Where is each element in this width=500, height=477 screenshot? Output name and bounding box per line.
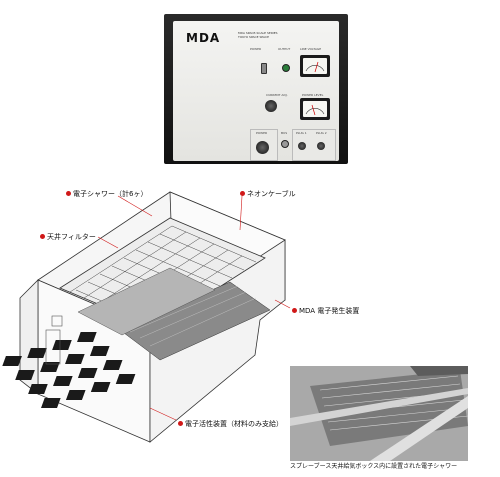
- callout-dot-icon: [240, 190, 245, 196]
- callout-dot-icon: [178, 420, 183, 426]
- callout-leaders: [97, 195, 291, 421]
- callout-dot-icon: [40, 233, 45, 239]
- voltage-meter-icon: [300, 55, 330, 77]
- callout-generator: MDA 電子発生装置: [292, 307, 359, 315]
- output-label: OUTPUT: [278, 47, 291, 51]
- model-line-1: MDA SPACE-SCALE SERIES: [238, 31, 278, 35]
- power-switch-knob-icon[interactable]: [256, 141, 269, 154]
- photo-caption: スプレーブース天井給気ボックス内に設置された電子シャワー: [290, 463, 458, 470]
- brand-logo: MDA: [186, 31, 221, 45]
- plug2-knob-icon[interactable]: [317, 142, 325, 150]
- power-toggle[interactable]: [261, 63, 267, 74]
- callout-dot-icon: [66, 190, 71, 196]
- power-switch-label: POWER: [256, 131, 268, 135]
- bus-label: BUS: [281, 131, 288, 135]
- ceiling-photo: [290, 366, 468, 461]
- current-adj-label: CURRENT ADJ.: [266, 93, 288, 97]
- power-level-meter-icon: [300, 98, 330, 120]
- callout-activation-device: 電子活性装置（材料のみ支給）: [178, 420, 283, 428]
- callout-ceiling-filter: 天井フィルター: [40, 233, 96, 241]
- plug1-knob-icon[interactable]: [298, 142, 306, 150]
- model-line-2: TOKYO SPACE SPACE: [238, 35, 270, 39]
- output-led-icon: [282, 64, 290, 72]
- spray-booth-diagram: [2, 191, 291, 443]
- current-adj-knob-icon[interactable]: [265, 100, 277, 112]
- power-level-label: POWER LEVEL: [302, 93, 324, 97]
- power-label: POWER: [250, 47, 262, 51]
- plug2-label: PLUG 2: [316, 131, 327, 135]
- callout-electron-shower: 電子シャワー（計6ヶ）: [66, 190, 147, 198]
- lower-filter-panel: [77, 267, 216, 336]
- bus-indicator-icon: [281, 140, 289, 148]
- callout-dot-icon: [292, 307, 297, 313]
- plug1-label: PLUG 1: [296, 131, 307, 135]
- line-voltage-label: LINE VOLTAGE: [300, 47, 322, 51]
- model-text: MDA SPACE-SCALE SERIES TOKYO SPACE SPACE: [238, 31, 308, 39]
- callout-neon-cable: ネオンケーブル: [240, 190, 296, 198]
- ceiling-photo-image: [290, 366, 468, 461]
- activation-tiles: [2, 332, 136, 408]
